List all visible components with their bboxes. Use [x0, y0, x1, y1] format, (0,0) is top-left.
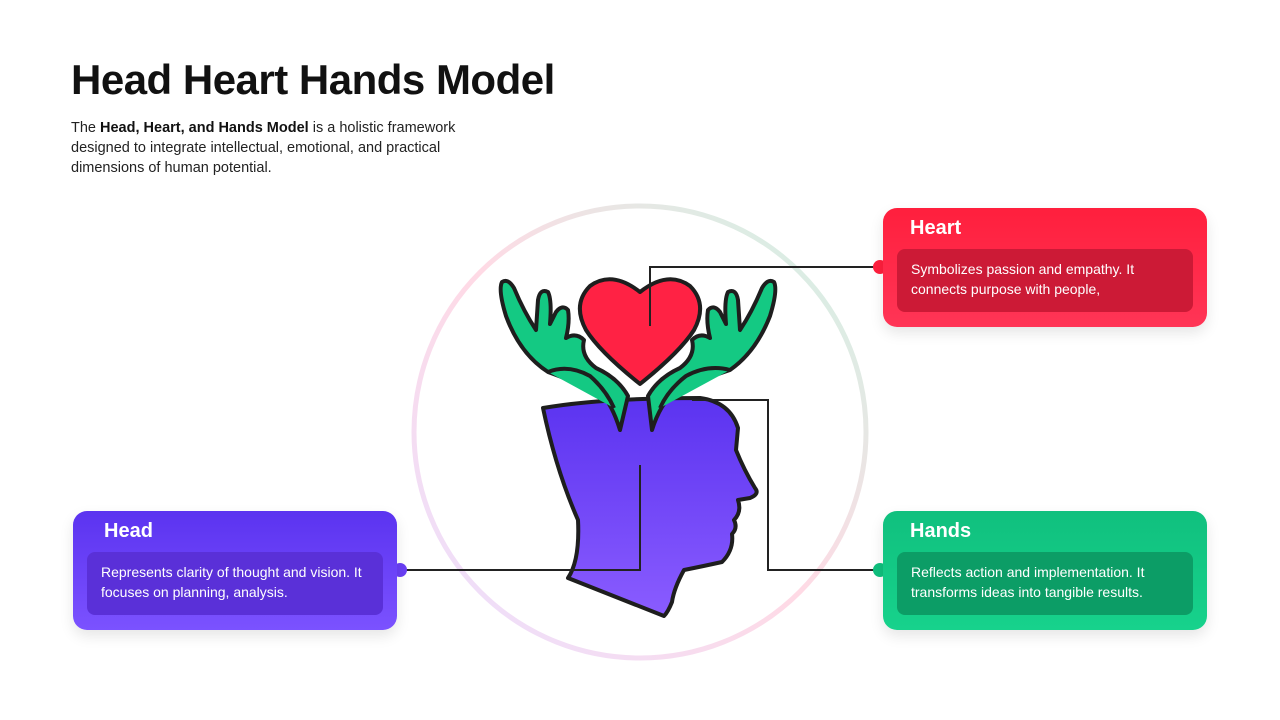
heart-icon	[578, 277, 702, 386]
heart-card: Heart Symbolizes passion and empathy. It…	[883, 208, 1207, 327]
ring	[411, 203, 869, 661]
head-card: Head Represents clarity of thought and v…	[73, 511, 397, 630]
connector-lines	[400, 266, 880, 571]
head-card-text: Represents clarity of thought and vision…	[87, 552, 383, 615]
heart-card-text: Symbolizes passion and empathy. It conne…	[897, 249, 1193, 312]
heart-connector	[649, 266, 880, 326]
head-connector	[400, 465, 641, 571]
hand-right-icon	[646, 278, 778, 432]
hands-connector	[692, 399, 880, 571]
hands-card-text: Reflects action and implementation. It t…	[897, 552, 1193, 615]
head-card-title: Head	[104, 520, 153, 542]
intro-text: The Head, Heart, and Hands Model is a ho…	[71, 118, 501, 178]
hands-card-title: Hands	[910, 520, 972, 542]
intro-bold: Head, Heart, and Hands Model	[100, 120, 309, 136]
heart-card-title: Heart	[910, 217, 962, 239]
intro-prefix: The	[71, 120, 101, 136]
head-silhouette-icon	[541, 396, 759, 618]
intro-suffix: is a holistic framework designed to inte…	[71, 120, 456, 176]
hands-card: Hands Reflects action and implementation…	[883, 511, 1207, 630]
hand-left-icon	[498, 278, 630, 432]
page-title: Head Heart Hands Model	[71, 56, 555, 103]
